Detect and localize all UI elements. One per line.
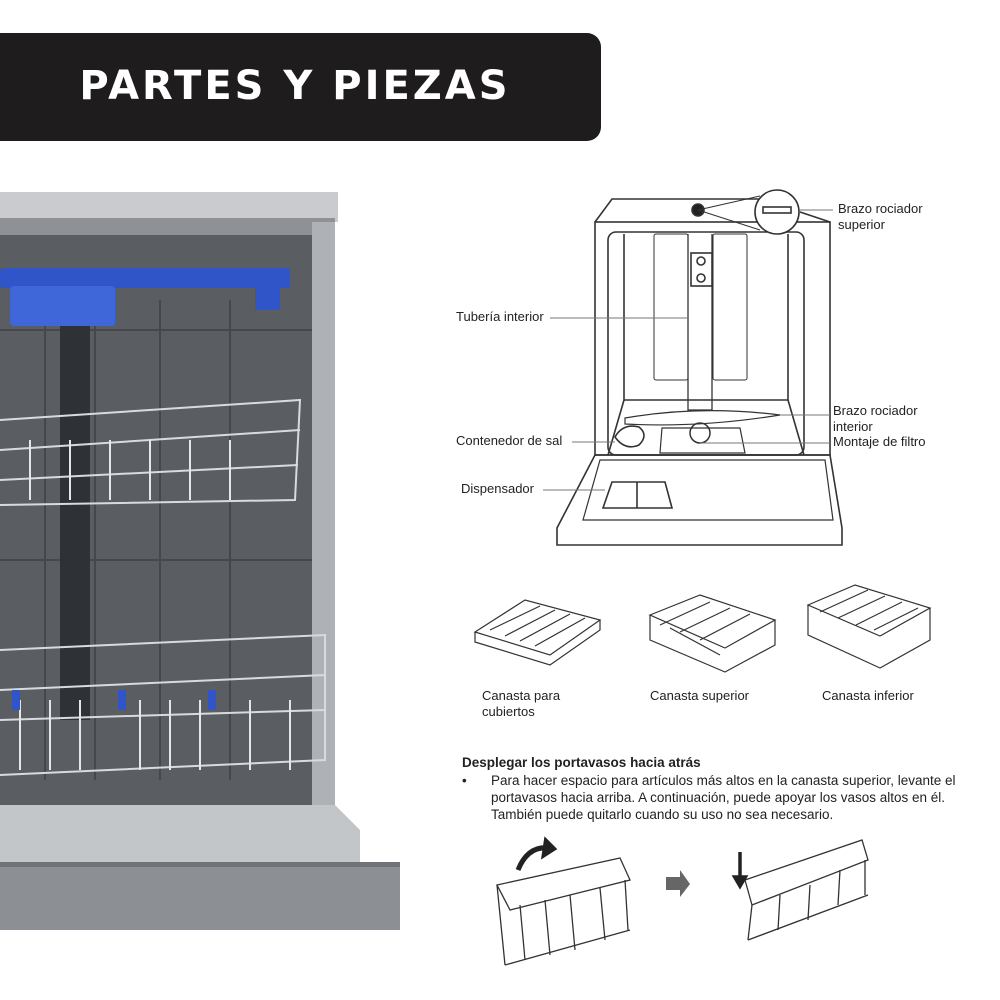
label-salt-container: Contenedor de sal bbox=[456, 433, 563, 448]
label-upper-basket: Canasta superior bbox=[650, 688, 749, 703]
label-lower-spray-arm: Brazo rociador interior bbox=[833, 403, 918, 434]
instructions-title: Desplegar los portavasos hacia atrás bbox=[462, 755, 701, 770]
label-filter-assembly: Montaje de filtro bbox=[833, 434, 926, 449]
title-banner: PARTES Y PIEZAS bbox=[0, 33, 601, 141]
instructions-text: Para hacer espacio para artículos más al… bbox=[491, 773, 956, 822]
label-inner-pipe: Tubería interior bbox=[456, 309, 544, 324]
label-cutlery-basket: Canasta para cubiertos bbox=[482, 688, 561, 719]
label-upper-spray-arm: Brazo rociador superior bbox=[838, 201, 923, 232]
bullet-dot: • bbox=[462, 773, 467, 788]
label-lower-basket: Canasta inferior bbox=[822, 688, 914, 703]
page-title: PARTES Y PIEZAS bbox=[79, 63, 511, 109]
label-dispenser: Dispensador bbox=[461, 481, 534, 496]
